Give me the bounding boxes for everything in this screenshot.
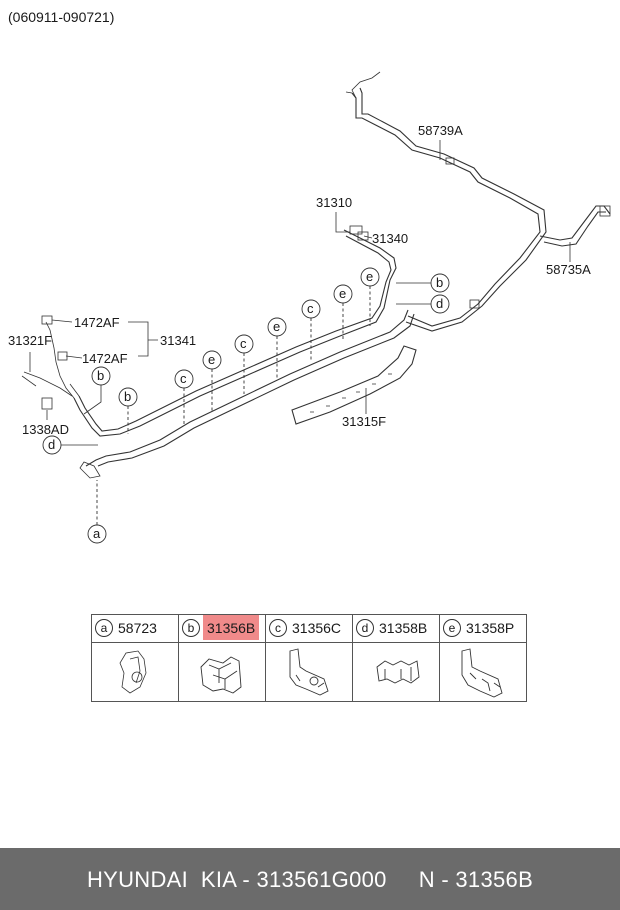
clip-letter-e4: e [366,269,373,284]
parts-number-31356C[interactable]: 31356C [292,620,342,636]
label-58735A: 58735A [546,262,591,277]
parts-letter-b: b [182,619,200,637]
clip-letter-a: a [93,526,101,541]
clip-letter-c2: c [240,336,247,351]
clip-letter-d2: d [436,296,443,311]
clip-letter-d1: d [48,437,55,452]
parts-image-cell-a [91,642,179,702]
leader-31310 [335,212,350,233]
vapor-line-58735A-inner [543,211,606,247]
clip-31356B-drawing [200,656,242,694]
label-31340: 31340 [372,231,408,246]
label-31341: 31341 [160,333,196,348]
clip-letter-e1: e [208,352,215,367]
clip-letter-b3: b [436,275,443,290]
parts-table-image-row [91,642,527,702]
parts-cell-c: c 31356C [265,614,353,643]
label-31321F: 31321F [8,333,52,348]
fuel-line-lower-inner [97,313,415,467]
label-1472AF-top: 1472AF [74,315,120,330]
vapor-line-top-end [345,71,381,99]
rear-connector-31340 [357,231,369,241]
fuel-line-upper-inner [78,235,392,432]
parts-letter-d: d [356,619,374,637]
clip-leader-b1 [83,385,102,415]
clip-letter-c1: c [180,371,187,386]
protector-31315F [291,345,417,425]
parts-number-31356B-highlighted[interactable]: 31356B [203,615,260,640]
parts-cell-d: d 31358B [352,614,440,643]
protector-31315F-holes [310,373,392,413]
leader-31341 [128,321,158,357]
front-bracket-a [79,461,101,479]
parts-letter-c: c [269,619,287,637]
fuel-line-upper [73,229,397,437]
fuel-line-lower [85,309,409,467]
clip-letter-b1: b [97,368,104,383]
label-1338AD: 1338AD [22,422,69,437]
parts-table: a 58723 b 31356B c 31356C d 31358B e 313… [91,614,527,702]
parts-image-cell-d [352,642,440,702]
parts-cell-e: e 31358P [439,614,527,643]
clip-letter-e2: e [273,319,280,334]
fuel-line-front-end [45,321,80,399]
clip-letter-b2: b [124,389,131,404]
rear-connector-31310 [349,225,363,235]
parts-image-cell-b [178,642,266,702]
parts-image-cell-c [265,642,353,702]
label-31315F: 31315F [342,414,386,429]
header-date-range: (060911-090721) [8,9,115,25]
leader-31340 [363,235,373,239]
clip-letter-c3: c [307,301,314,316]
parts-letter-e: e [443,619,461,637]
fuel-filter-bracket [21,371,73,397]
vapor-connector [599,205,611,217]
parts-number-31358B[interactable]: 31358B [379,620,428,636]
front-connector-upper [41,315,53,325]
parts-cell-a: a 58723 [91,614,179,643]
bolt-1338AD [41,397,53,410]
clip-31358B-drawing [376,660,420,684]
clip-58723-drawing [119,650,147,694]
parts-letter-a: a [95,619,113,637]
clip-31356C-drawing [289,648,329,696]
parts-cell-b: b 31356B [178,614,266,643]
label-58739A: 58739A [418,123,463,138]
footer-part-numbers: HYUNDAI KIA - 313561G000 N - 31356B [86,867,534,892]
vapor-line-58739A [351,92,541,327]
leader-1472AF-bottom [65,355,83,359]
label-1472AF-bottom: 1472AF [82,351,128,366]
fuel-line-diagram: 58739A 58735A 31310 31340 1472AF 1472AF … [8,71,611,544]
leader-1472AF-top [51,319,73,323]
label-31310: 31310 [316,195,352,210]
footer-bar: HYUNDAI KIA - 313561G000 N - 31356B [0,848,620,910]
parts-number-31358P[interactable]: 31358P [466,620,515,636]
vapor-line-58735A [539,205,611,241]
clip-letter-e3: e [339,286,346,301]
parts-table-header-row: a 58723 b 31356B c 31356C d 31358B e 313… [91,614,527,643]
clip-31358P-drawing [461,648,503,698]
vapor-line-58739A-inner [359,87,547,332]
parts-number-58723[interactable]: 58723 [118,620,157,636]
vapor-clip [445,157,455,165]
parts-image-cell-e [439,642,527,702]
front-connector-lower [57,351,68,361]
vapor-clip-2 [469,299,480,309]
